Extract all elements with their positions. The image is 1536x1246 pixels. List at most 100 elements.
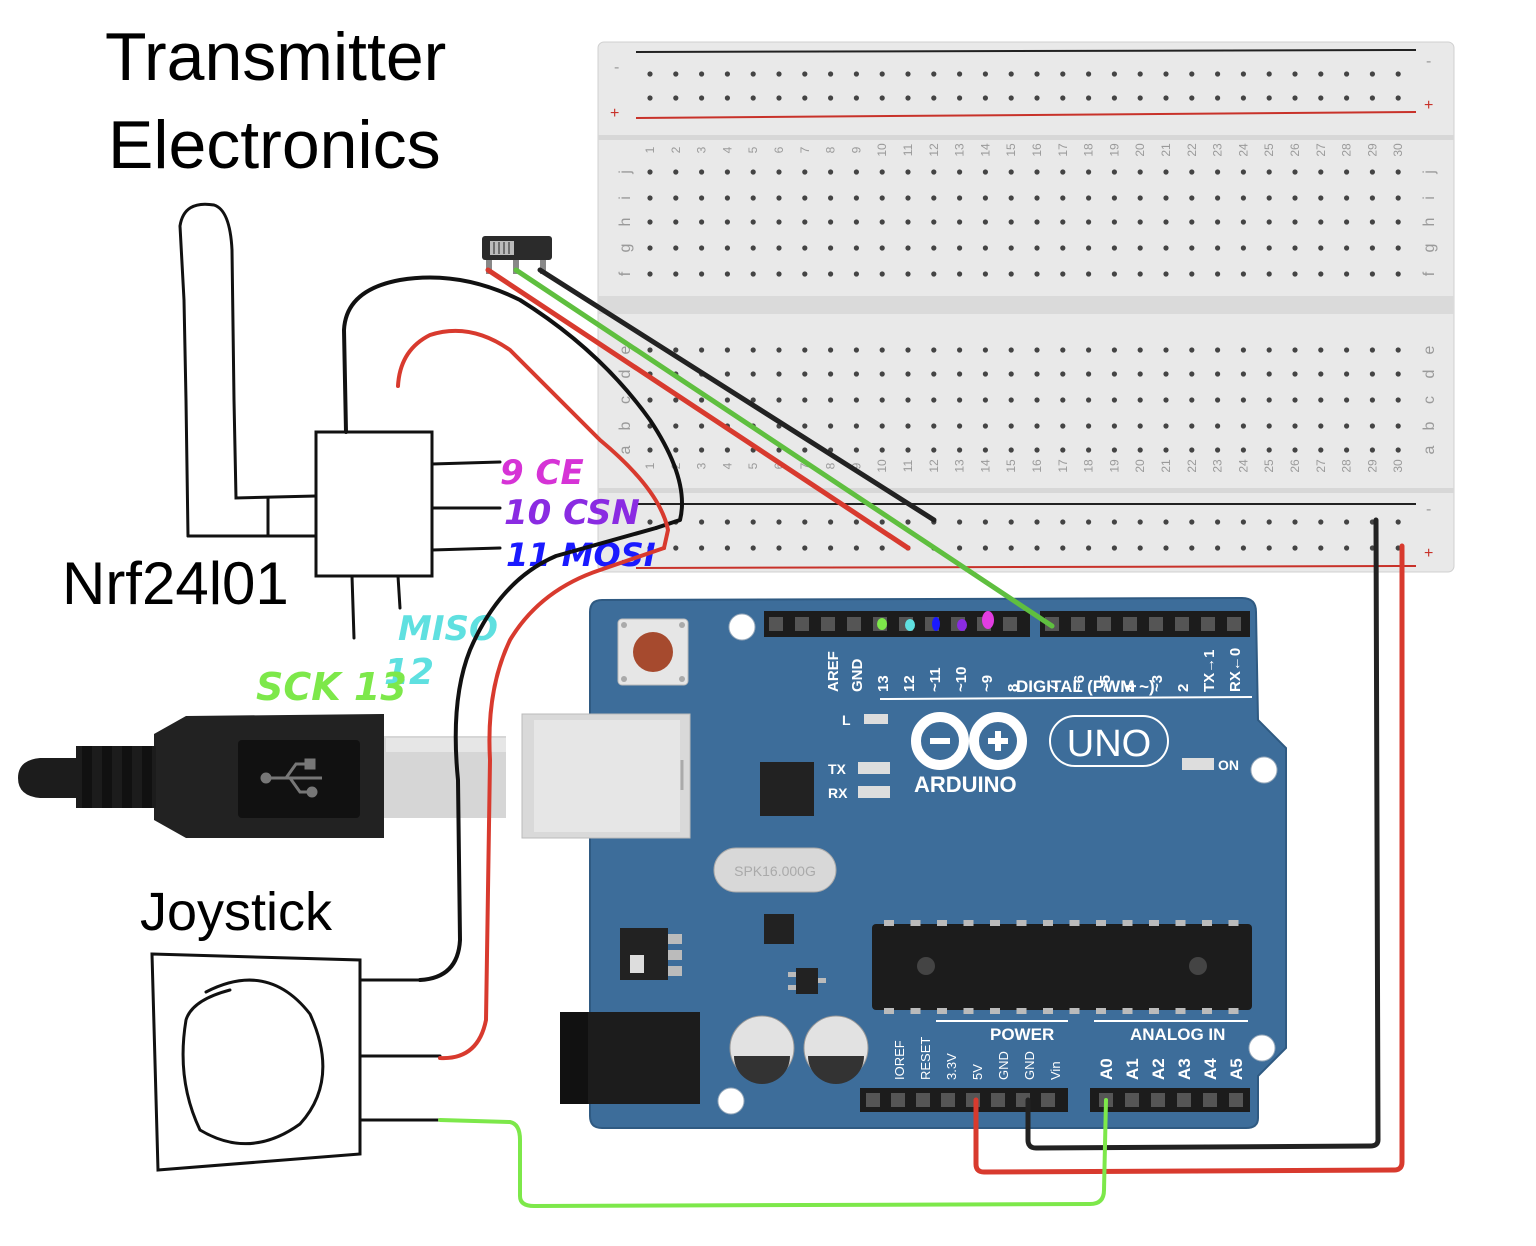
breadboard-rail-hole bbox=[1111, 519, 1117, 525]
breadboard-hole bbox=[1369, 371, 1375, 377]
atmega-pin bbox=[1069, 920, 1080, 926]
breadboard-hole bbox=[776, 195, 782, 201]
analog-pin-label: A3 bbox=[1175, 1058, 1194, 1080]
breadboard-rail-hole bbox=[1008, 95, 1014, 101]
power-pin-label: 3.3V bbox=[944, 1053, 959, 1080]
breadboard-row-letter: j bbox=[1421, 170, 1438, 175]
breadboard-hole bbox=[853, 423, 860, 429]
breadboard-hole bbox=[1344, 347, 1350, 353]
breadboard-hole bbox=[724, 195, 731, 201]
breadboard-hole bbox=[724, 245, 731, 251]
breadboard-hole bbox=[828, 219, 834, 225]
slide-switch[interactable] bbox=[482, 236, 552, 274]
breadboard-rail-hole bbox=[982, 95, 989, 101]
breadboard-hole bbox=[1086, 371, 1092, 377]
breadboard-hole bbox=[1369, 245, 1375, 251]
breadboard-hole bbox=[802, 195, 808, 201]
small-chip bbox=[764, 914, 794, 944]
breadboard-hole bbox=[1344, 371, 1350, 377]
bottom-plus-rail bbox=[635, 565, 1417, 569]
breadboard-rail-hole bbox=[1008, 519, 1014, 525]
breadboard-column-number: 12 bbox=[927, 143, 941, 157]
breadboard-hole bbox=[931, 219, 937, 225]
breadboard-hole bbox=[776, 447, 782, 453]
breadboard-hole bbox=[957, 245, 963, 251]
breadboard-rail-hole bbox=[647, 519, 653, 525]
breadboard-hole bbox=[1395, 195, 1401, 201]
mount-hole-tl bbox=[728, 613, 756, 641]
breadboard-hole bbox=[879, 371, 885, 377]
breadboard-rail-hole bbox=[1008, 71, 1014, 77]
mount-hole-bl bbox=[717, 1087, 745, 1115]
breadboard-hole bbox=[802, 423, 808, 429]
power-socket bbox=[916, 1093, 930, 1107]
breadboard-rail-hole bbox=[673, 545, 679, 551]
breadboard-hole bbox=[1215, 169, 1221, 175]
breadboard-rail-hole bbox=[1086, 545, 1092, 551]
breadboard-rail-hole bbox=[1137, 71, 1143, 77]
breadboard-hole bbox=[1292, 245, 1298, 251]
breadboard-hole bbox=[647, 219, 653, 225]
breadboard-rail-hole bbox=[1034, 95, 1040, 101]
breadboard-hole bbox=[1111, 371, 1117, 377]
breadboard-row-letter: c bbox=[617, 396, 634, 404]
breadboard-hole bbox=[1266, 219, 1272, 225]
breadboard-hole bbox=[1395, 423, 1401, 429]
svg-text:ON: ON bbox=[1218, 757, 1239, 773]
breadboard-hole bbox=[647, 271, 653, 277]
breadboard-row-letter: e bbox=[617, 345, 634, 354]
breadboard-hole bbox=[1369, 169, 1375, 175]
digital-pin-label: RX←0 bbox=[1227, 648, 1244, 692]
breadboard-rail-hole bbox=[1137, 545, 1143, 551]
breadboard-hole bbox=[1240, 347, 1246, 353]
breadboard-hole bbox=[1137, 219, 1143, 225]
breadboard-rail-hole bbox=[647, 545, 653, 551]
breadboard-hole bbox=[957, 195, 963, 201]
breadboard-hole bbox=[1034, 169, 1040, 175]
wires bbox=[342, 267, 1405, 1208]
atmega-pin bbox=[1016, 920, 1027, 926]
nrf-gnd-wire bbox=[342, 275, 684, 530]
breadboard-hole bbox=[828, 271, 834, 277]
breadboard-column-number: 16 bbox=[1030, 143, 1044, 157]
breadboard-rail-hole bbox=[853, 519, 860, 525]
breadboard-column-number: 13 bbox=[953, 143, 967, 157]
breadboard-rail-hole bbox=[1266, 545, 1272, 551]
digital-socket bbox=[1123, 617, 1137, 631]
breadboard-rail-hole bbox=[750, 71, 756, 77]
breadboard-hole bbox=[853, 219, 860, 225]
atmega-pin bbox=[1096, 920, 1106, 926]
breadboard-hole bbox=[1240, 271, 1246, 277]
breadboard-hole bbox=[1395, 371, 1401, 377]
breadboard-hole bbox=[1060, 397, 1066, 403]
csn-label: 10 CSN bbox=[504, 493, 640, 533]
breadboard-column-number: 24 bbox=[1236, 143, 1250, 157]
breadboard-hole bbox=[931, 271, 937, 277]
breadboard-hole bbox=[1369, 347, 1375, 353]
breadboard-hole bbox=[982, 195, 989, 201]
breadboard-hole bbox=[1086, 271, 1092, 277]
power-title: POWER bbox=[990, 1025, 1054, 1044]
digital-pin-label: ~5 bbox=[1097, 675, 1114, 692]
breadboard-rail-hole bbox=[1008, 545, 1014, 551]
breadboard-hole bbox=[1034, 447, 1040, 453]
atmega-pin bbox=[1149, 1008, 1159, 1014]
breadboard-column-number: 10 bbox=[875, 143, 889, 157]
breadboard-hole bbox=[957, 447, 963, 453]
breadboard-hole bbox=[1215, 347, 1221, 353]
reset-button[interactable] bbox=[617, 618, 689, 686]
rail-minus-br: - bbox=[1426, 501, 1431, 518]
breadboard-rail-hole bbox=[828, 519, 834, 525]
breadboard-hole bbox=[699, 347, 705, 353]
breadboard-hole bbox=[1292, 219, 1298, 225]
breadboard-column-number: 13 bbox=[953, 459, 967, 473]
breadboard-hole bbox=[699, 245, 705, 251]
breadboard-rail-hole bbox=[1344, 95, 1350, 101]
miso-label: MISO bbox=[398, 609, 498, 649]
nrf-vcc-wire bbox=[396, 328, 670, 550]
breadboard-hole bbox=[957, 397, 963, 403]
breadboard-hole bbox=[1395, 447, 1401, 453]
breadboard-hole bbox=[673, 347, 679, 353]
digital-pin-label: 8 bbox=[1005, 684, 1022, 692]
